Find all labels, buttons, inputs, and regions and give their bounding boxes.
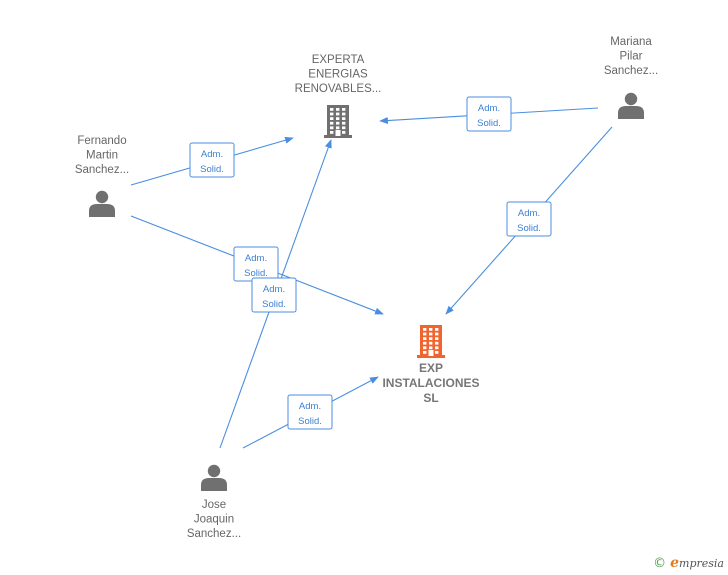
edge-badge-label-1: Solid. — [477, 118, 501, 129]
mariana-label-line-1: Pilar — [619, 51, 642, 63]
fernando-label-line-0: Fernando — [77, 135, 126, 147]
mariana-person-icon[interactable] — [618, 92, 644, 119]
edge-badge-label-0: Adm. — [478, 103, 500, 114]
badges-layer: Adm. Solid. Adm. Solid. Adm. Solid. Adm. Solid.… — [189, 96, 552, 430]
jose-label-line-0: Jose — [202, 499, 226, 511]
brand-logo-e: e — [670, 555, 680, 571]
experta-label-line-0: EXPERTA — [312, 54, 365, 66]
edge-badge-label-1: Solid. — [298, 416, 322, 427]
copyright-icon: © — [653, 555, 667, 571]
edge-badge-jose-to-exp[interactable]: Adm. Solid. — [287, 394, 333, 430]
edge-badge-label-0: Adm. — [299, 401, 321, 412]
edge-badge-label-1: Solid. — [262, 299, 286, 310]
edge-badge-jose-to-experta[interactable]: Adm. Solid. — [251, 277, 297, 313]
jose-label-line-1: Joaquin — [194, 514, 234, 526]
edge-badge-label-0: Adm. — [518, 208, 540, 219]
edge-badge-label-1: Solid. — [200, 164, 224, 175]
edge-badge-fernando-to-exp[interactable]: Adm. Solid. — [233, 246, 279, 282]
edge-badge-label-0: Adm. — [201, 149, 223, 160]
experta-label-line-1: ENERGIAS — [308, 69, 368, 81]
edge-badge-label-0: Adm. — [245, 253, 267, 264]
edge-badge-mariana-to-experta[interactable]: Adm. Solid. — [466, 96, 512, 132]
footer-brand[interactable]: © empresia — [653, 553, 724, 573]
jose-label-line-2: Sanchez... — [187, 528, 241, 540]
mariana-label-line-2: Sanchez... — [604, 65, 658, 77]
experta-label-line-2: RENOVABLES... — [295, 83, 382, 95]
brand-logo[interactable]: empresia — [670, 555, 724, 571]
experta-building-icon[interactable] — [324, 105, 352, 138]
exp-building-icon[interactable] — [417, 325, 445, 358]
exp-label-line-1: INSTALACIONES — [382, 376, 479, 390]
edge-badge-label-1: Solid. — [244, 268, 268, 279]
fernando-person-icon[interactable] — [89, 190, 115, 217]
edge-badge-fernando-to-experta[interactable]: Adm. Solid. — [189, 142, 235, 178]
fernando-label-line-1: Martin — [86, 150, 118, 162]
exp-label-line-2: SL — [423, 391, 438, 405]
edge-badge-label-0: Adm. — [263, 284, 285, 295]
edge-badge-label-1: Solid. — [517, 223, 541, 234]
mariana-label-line-0: Mariana — [610, 36, 652, 48]
jose-person-icon[interactable] — [201, 464, 227, 491]
edge-badge-mariana-to-exp[interactable]: Adm. Solid. — [506, 201, 552, 237]
fernando-label-line-2: Sanchez... — [75, 164, 129, 176]
nodes-layer: EXPERTA ENERGIAS RENOVABLES... EXPINSTALACI… — [75, 36, 658, 540]
brand-logo-rest: mpresia — [679, 557, 724, 570]
exp-label-line-0: EXP — [419, 361, 443, 375]
